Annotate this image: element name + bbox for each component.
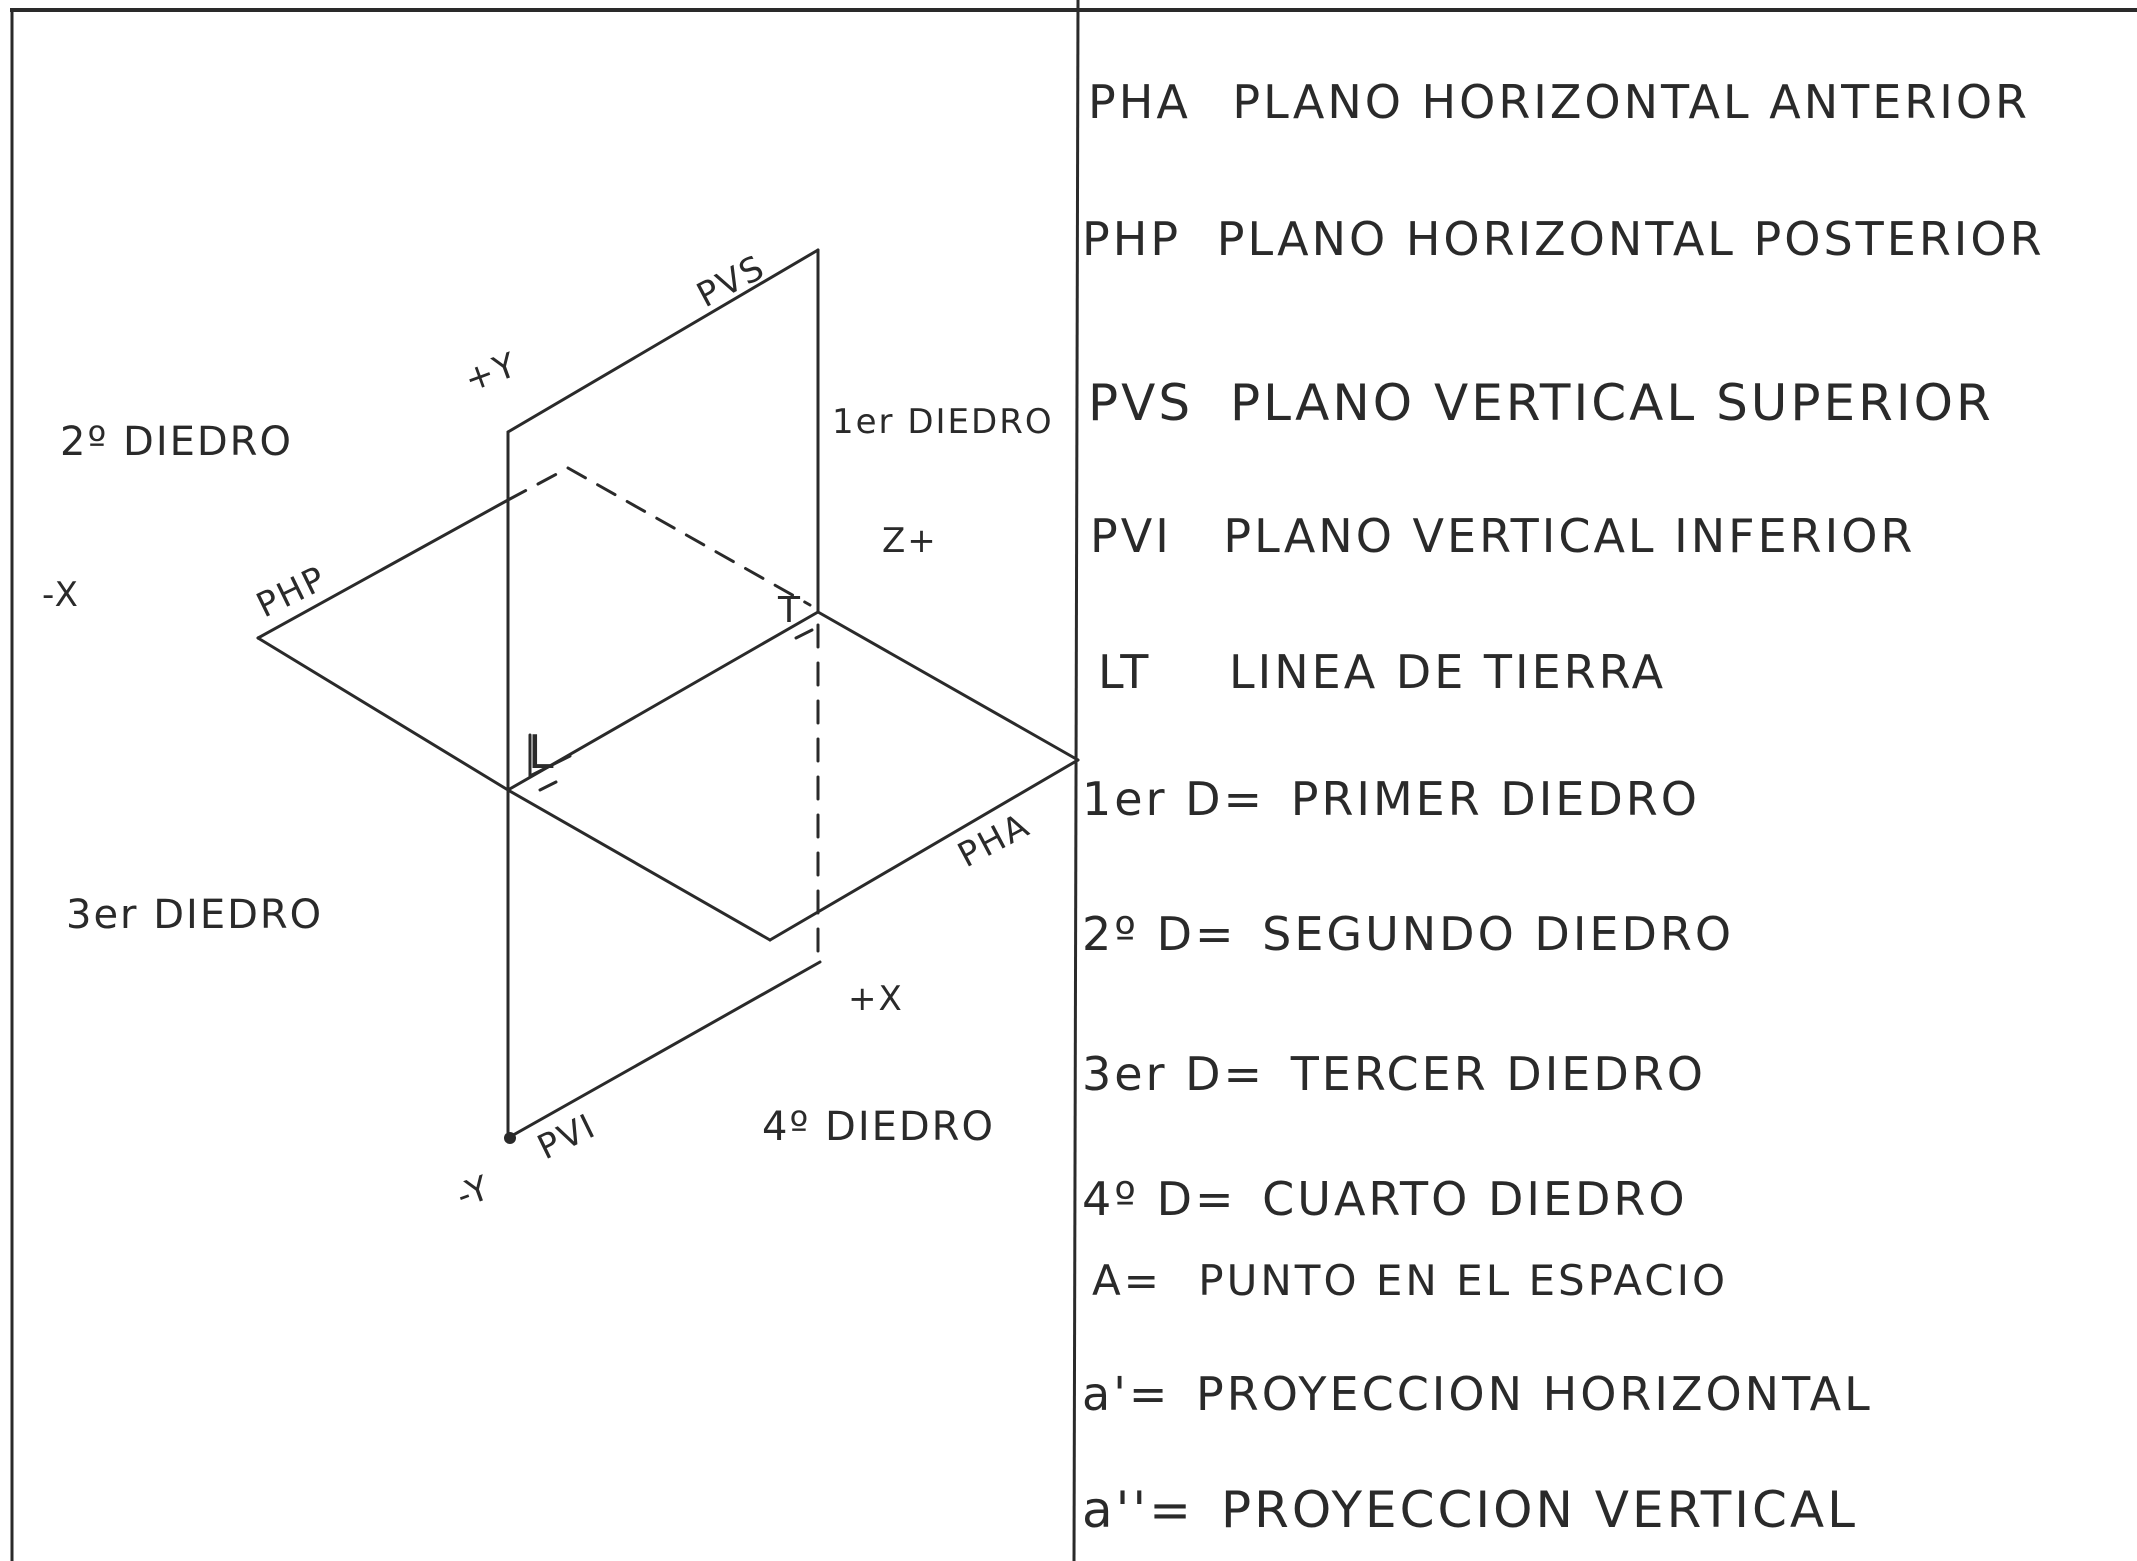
legend-row: PVS PLANO VERTICAL SUPERIOR [1088,374,1994,432]
php-label: PHP [250,558,333,626]
pos-y-label: +Y [459,345,523,401]
pha-label: PHA [951,805,1036,876]
legend-term: PVS [1088,374,1193,432]
legend-row: LT LINEA DE TIERRA [1098,645,1666,699]
ground-line-marker-l [528,733,572,779]
legend-term: LT [1098,645,1151,699]
legend-definition: PROYECCION HORIZONTAL [1196,1367,1873,1421]
legend-definition: LINEA DE TIERRA [1229,645,1666,699]
legend-row: PHA PLANO HORIZONTAL ANTERIOR [1088,75,2030,129]
legend-term: 2º D= [1082,907,1237,961]
legend-term: PHP [1082,212,1181,266]
legend-definition: PUNTO EN EL ESPACIO [1198,1256,1728,1305]
point-t-label: T [777,590,802,631]
pvi-bottom-edge [506,960,822,1140]
fourth-dihedral-label: 4º DIEDRO [762,1104,995,1150]
legend-row: 4º D= CUARTO DIEDRO [1082,1172,1688,1226]
legend-row: 3er D= TERCER DIEDRO [1082,1047,1706,1101]
legend-definition: CUARTO DIEDRO [1262,1172,1687,1226]
legend-definition: PLANO HORIZONTAL POSTERIOR [1217,212,2045,266]
sheet-frame [10,0,2137,1561]
pha-front-edge [768,758,1080,942]
ground-line-tick-t [794,628,814,640]
legend-definition: PROYECCION VERTICAL [1221,1481,1858,1539]
legend-row: 1er D= PRIMER DIEDRO [1082,772,1700,826]
legend-row: PVI PLANO VERTICAL INFERIOR [1090,509,1915,563]
legend-term: 3er D= [1082,1047,1265,1101]
legend-term: 4º D= [1082,1172,1237,1226]
legend-term: a'= [1082,1367,1170,1421]
neg-y-label: -Y [451,1168,496,1217]
legend-term: A= [1092,1256,1162,1305]
legend-row: a''= PROYECCION VERTICAL [1082,1481,1858,1539]
legend-row: PHP PLANO HORIZONTAL POSTERIOR [1082,212,2045,266]
origin-point [504,1132,516,1144]
dihedral-diagram [256,248,1080,1144]
ground-line-tick-l [538,780,558,792]
legend-term: PVI [1090,509,1172,563]
first-dihedral-label: 1er DIEDRO [832,402,1054,442]
legend-row: 2º D= SEGUNDO DIEDRO [1082,907,1734,961]
legend-definition: PLANO VERTICAL INFERIOR [1223,509,1915,563]
legend-definition: PLANO VERTICAL SUPERIOR [1230,374,1994,432]
legend: PHA PLANO HORIZONTAL ANTERIOR PHP PLANO … [1082,75,2045,1539]
point-l-label: L [528,725,556,779]
php-side-edge [256,636,510,792]
pos-z-label: Z+ [882,521,938,561]
pha-side-edge [506,788,772,942]
php-hidden-edge-b [566,466,812,607]
legend-definition: SEGUNDO DIEDRO [1262,907,1734,961]
php-back-edge [256,498,510,640]
legend-definition: TERCER DIEDRO [1290,1047,1706,1101]
pvi-label: PVI [531,1106,602,1168]
second-dihedral-label: 2º DIEDRO [60,419,293,465]
legend-row: a'= PROYECCION HORIZONTAL [1082,1367,1873,1421]
legend-definition: PRIMER DIEDRO [1291,772,1700,826]
pos-x-label: +X [848,979,904,1019]
pvs-top-edge [506,248,820,434]
legend-definition: PLANO HORIZONTAL ANTERIOR [1232,75,2030,129]
pha-right-edge [816,610,1080,762]
legend-row: A= PUNTO EN EL ESPACIO [1092,1256,1728,1305]
third-dihedral-label: 3er DIEDRO [66,892,323,938]
legend-term: a''= [1082,1481,1194,1539]
pvs-label: PVS [690,247,772,316]
neg-x-label: -X [42,575,80,615]
legend-term: PHA [1088,75,1191,129]
column-divider [1072,0,1080,1561]
php-hidden-edge-a [506,466,570,502]
legend-term: 1er D= [1082,772,1265,826]
